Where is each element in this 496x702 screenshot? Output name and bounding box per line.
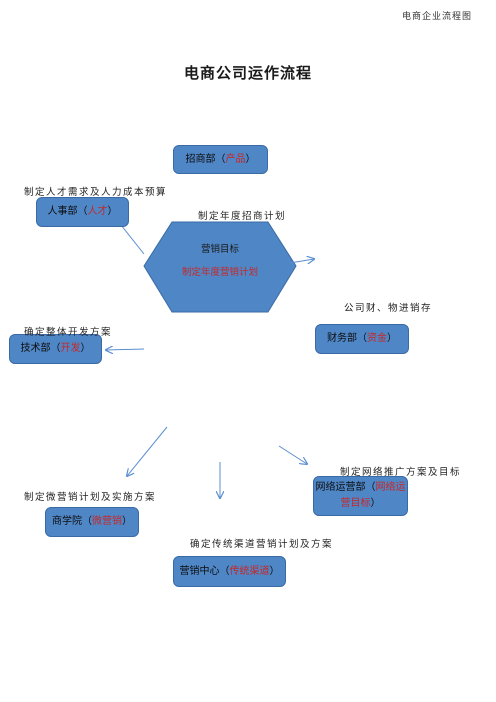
node-caiwu-close: ） [387,333,397,344]
note-jishu: 确定整体开发方案 [24,327,113,338]
node-shangxueyuan-close: ） [122,516,132,527]
node-jishu-highlight: 开发 [60,343,81,354]
node-renshi[interactable]: 人事部（人才） [36,197,129,227]
page-title: 电商公司运作流程 [183,64,312,82]
node-zhaoshang-highlight: 产品 [225,153,246,165]
node-wangluo-line1: 网络运营部（网络运 [316,480,406,496]
arrow-to-shangxueyuan [127,426,168,476]
node-yingxiao[interactable]: 营销中心（传统渠道） [173,556,286,587]
node-yingxiao-highlight: 传统渠道 [229,565,270,577]
node-jishu[interactable]: 技术部（开发） [9,334,102,364]
node-caiwu[interactable]: 财务部（资金） [315,324,409,354]
note-caiwu: 公司财、物进销存 [344,303,433,314]
node-renshi-name: 人事部（ [47,206,88,217]
node-shangxueyuan-highlight: 微营销 [92,516,122,527]
node-shangxueyuan-name: 商学院（ [52,516,92,527]
node-caiwu-highlight: 资金 [367,333,387,344]
node-wangluo-close: ） [370,498,381,509]
node-yingxiao-close: ） [269,565,280,577]
node-caiwu-name: 财务部（ [327,333,367,344]
arrow-to-wangluo [278,445,307,464]
note-yingxiao: 确定传统渠道营销计划及方案 [190,539,334,550]
center-hexagon [143,221,297,313]
connector-renshi [120,224,145,255]
arrow-to-jishu [106,349,145,350]
node-wangluo-line2: 营目标） [341,496,381,512]
node-renshi-highlight: 人才 [87,206,108,217]
arrow-to-caiwu-note [289,259,314,263]
note-wangluo: 制定网络推广方案及目标 [340,467,462,478]
node-wangluo[interactable]: 网络运营部（网络运 营目标） [313,476,408,516]
node-yingxiao-name: 营销中心（ [179,565,230,577]
node-wangluo-highlight-1: 网络运 [375,482,406,493]
node-wangluo-name: 网络运营部（ [315,482,376,493]
node-shangxueyuan[interactable]: 商学院（微营销） [45,507,139,537]
note-renshi: 制定人才需求及人力成本预算 [24,187,168,198]
page-header: 电商企业流程图 [401,12,472,22]
node-renshi-close: ） [107,206,118,217]
note-zhaoshang: 制定年度招商计划 [198,211,287,222]
note-shangxueyuan: 制定微营销计划及实施方案 [24,492,157,503]
node-wangluo-highlight-2: 营目标 [340,498,371,509]
node-zhaoshang-name: 招商部（ [185,153,226,165]
node-jishu-name: 技术部（ [20,343,61,354]
node-zhaoshang-close: ） [245,153,256,165]
node-zhaoshang[interactable]: 招商部（产品） [173,145,268,174]
center-title: 营销目标 [200,244,239,255]
center-subtitle: 制定年度营销计划 [181,267,258,278]
node-jishu-close: ） [80,343,91,354]
